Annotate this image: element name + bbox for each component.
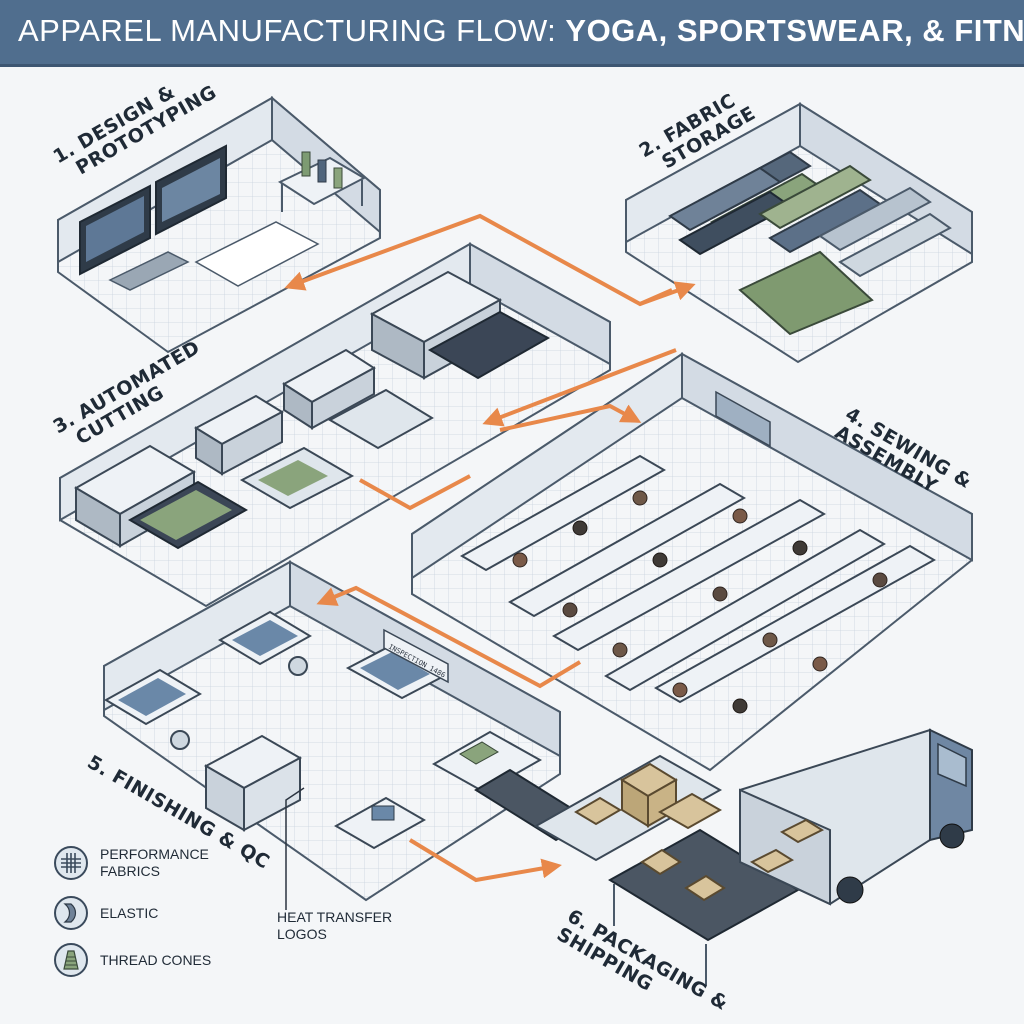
room-fabric-storage (625, 102, 973, 364)
arrow-to-packaging (408, 838, 562, 883)
design-table (277, 151, 367, 212)
title-bold: YOGA, SPORTSWEAR, & FITNESS (565, 13, 1024, 48)
arrow-sewing-to-finishing (316, 585, 582, 689)
callout-leader (285, 787, 305, 910)
arrow-cutting-exit (359, 474, 471, 511)
keyboard-icon (108, 251, 190, 291)
legend-label: THREAD CONES (100, 951, 212, 968)
title-bar: APPAREL MANUFACTURING FLOW: YOGA, SPORTS… (0, 0, 1024, 67)
flow-arrows (284, 213, 696, 883)
packaging-area (474, 754, 800, 986)
laser-cutter-medium (282, 348, 434, 450)
room-automated-cutting (59, 242, 611, 608)
title-light: APPAREL MANUFACTURING FLOW: (18, 13, 566, 48)
sewing-workstations (459, 454, 937, 714)
window (715, 390, 771, 448)
cutting-table-front (74, 444, 249, 550)
page-title: APPAREL MANUFACTURING FLOW: YOGA, SPORTS… (18, 13, 1024, 49)
factory-scene: INSPECTION 1486 (57, 95, 973, 986)
unrolled-fabric (738, 250, 874, 336)
inspection-desks (203, 730, 543, 850)
laser-cutter-small (193, 394, 355, 510)
design-monitors (79, 144, 227, 291)
room-design-prototyping (57, 95, 381, 354)
laser-cutter-large (369, 270, 551, 380)
arrow-to-cutting (482, 348, 677, 427)
fabric-rolls (668, 150, 952, 336)
legend-label: PERFORMANCE FABRICS (100, 846, 209, 879)
legend-item-thread-cones: THREAD CONES (54, 943, 230, 977)
fabric-weave-icon (54, 846, 88, 880)
pressing-tables (104, 610, 447, 750)
room-finishing-qc: INSPECTION 1486 (103, 560, 561, 902)
room-sewing-assembly (411, 352, 973, 772)
legend-item-elastic: ELASTIC (54, 896, 230, 930)
elastic-band-icon (54, 896, 88, 930)
thread-cone-icon (54, 943, 88, 977)
arrow-cutting-to-sewing (499, 403, 642, 432)
arrow-to-storage (639, 281, 696, 306)
pattern-sheets (194, 221, 320, 287)
delivery-truck (739, 728, 973, 906)
legend-label: ELASTIC (100, 904, 159, 921)
legend-item-performance-fabrics: PERFORMANCE FABRICS (54, 846, 230, 880)
callout-heat-transfer-logos: HEAT TRANSFER LOGOS (277, 909, 393, 942)
